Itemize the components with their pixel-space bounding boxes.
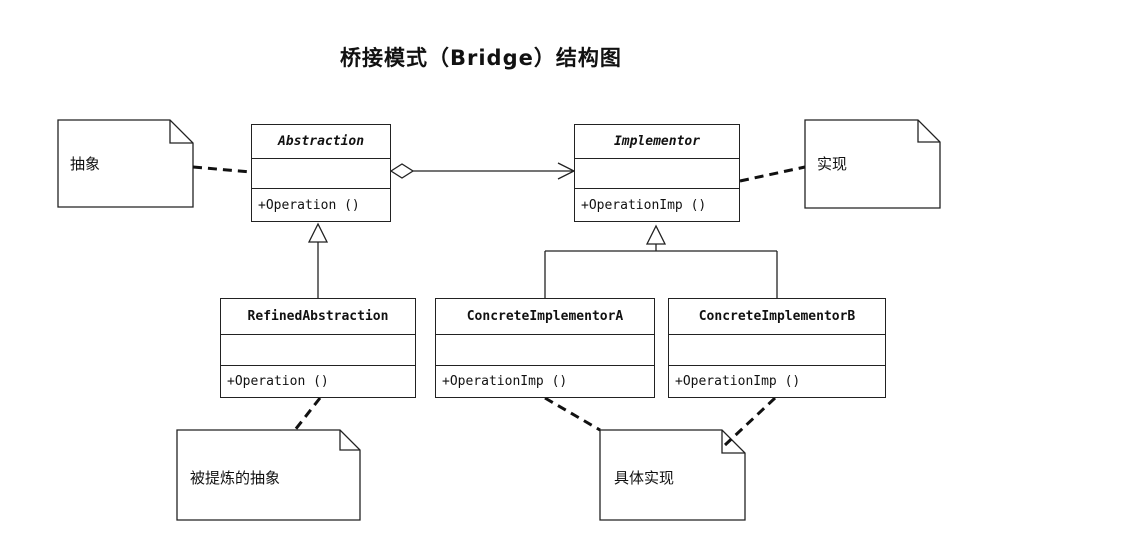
class-refined-abstraction[interactable]: RefinedAbstraction +Operation () (220, 298, 416, 398)
class-implementor[interactable]: Implementor +OperationImp () (574, 124, 740, 222)
class-concrete-implementor-a[interactable]: ConcreteImplementorA +OperationImp () (435, 298, 655, 398)
class-name: Abstraction (252, 125, 390, 159)
class-name: ConcreteImplementorA (436, 299, 654, 335)
attributes-compartment (575, 159, 739, 189)
operation: +OperationImp () (675, 374, 801, 389)
class-name: ConcreteImplementorB (669, 299, 885, 335)
anchor-concrete-a (544, 396, 601, 432)
anchor-concrete-b (723, 396, 777, 447)
note-shape-refined (176, 429, 361, 521)
aggregation-connector (389, 162, 576, 180)
operation: +Operation () (227, 374, 329, 389)
anchor-refined (293, 397, 322, 431)
note-shape-abstraction (57, 119, 194, 208)
class-name: RefinedAbstraction (221, 299, 415, 335)
anchor-abstraction (192, 165, 252, 174)
note-refined: 被提炼的抽象 (190, 469, 281, 487)
note-shape-implementor (804, 119, 941, 209)
operation: +OperationImp () (581, 197, 707, 213)
attributes-compartment (436, 335, 654, 366)
class-abstraction[interactable]: Abstraction +Operation () (251, 124, 391, 222)
attributes-compartment (221, 335, 415, 366)
note-implementor: 实现 (817, 155, 848, 173)
operation: +OperationImp () (442, 374, 568, 389)
attributes-compartment (252, 159, 390, 189)
attributes-compartment (669, 335, 885, 366)
note-concrete: 具体实现 (614, 469, 675, 487)
class-concrete-implementor-b[interactable]: ConcreteImplementorB +OperationImp () (668, 298, 886, 398)
class-name: Implementor (575, 125, 739, 159)
note-shape-concrete (599, 429, 746, 521)
anchor-implementor (739, 165, 806, 183)
diagram-title: 桥接模式（Bridge）结构图 (340, 46, 622, 70)
note-abstraction: 抽象 (70, 155, 101, 173)
operation: +Operation () (258, 197, 360, 213)
generalization-refined (307, 222, 329, 298)
generalization-concrete (544, 224, 778, 298)
